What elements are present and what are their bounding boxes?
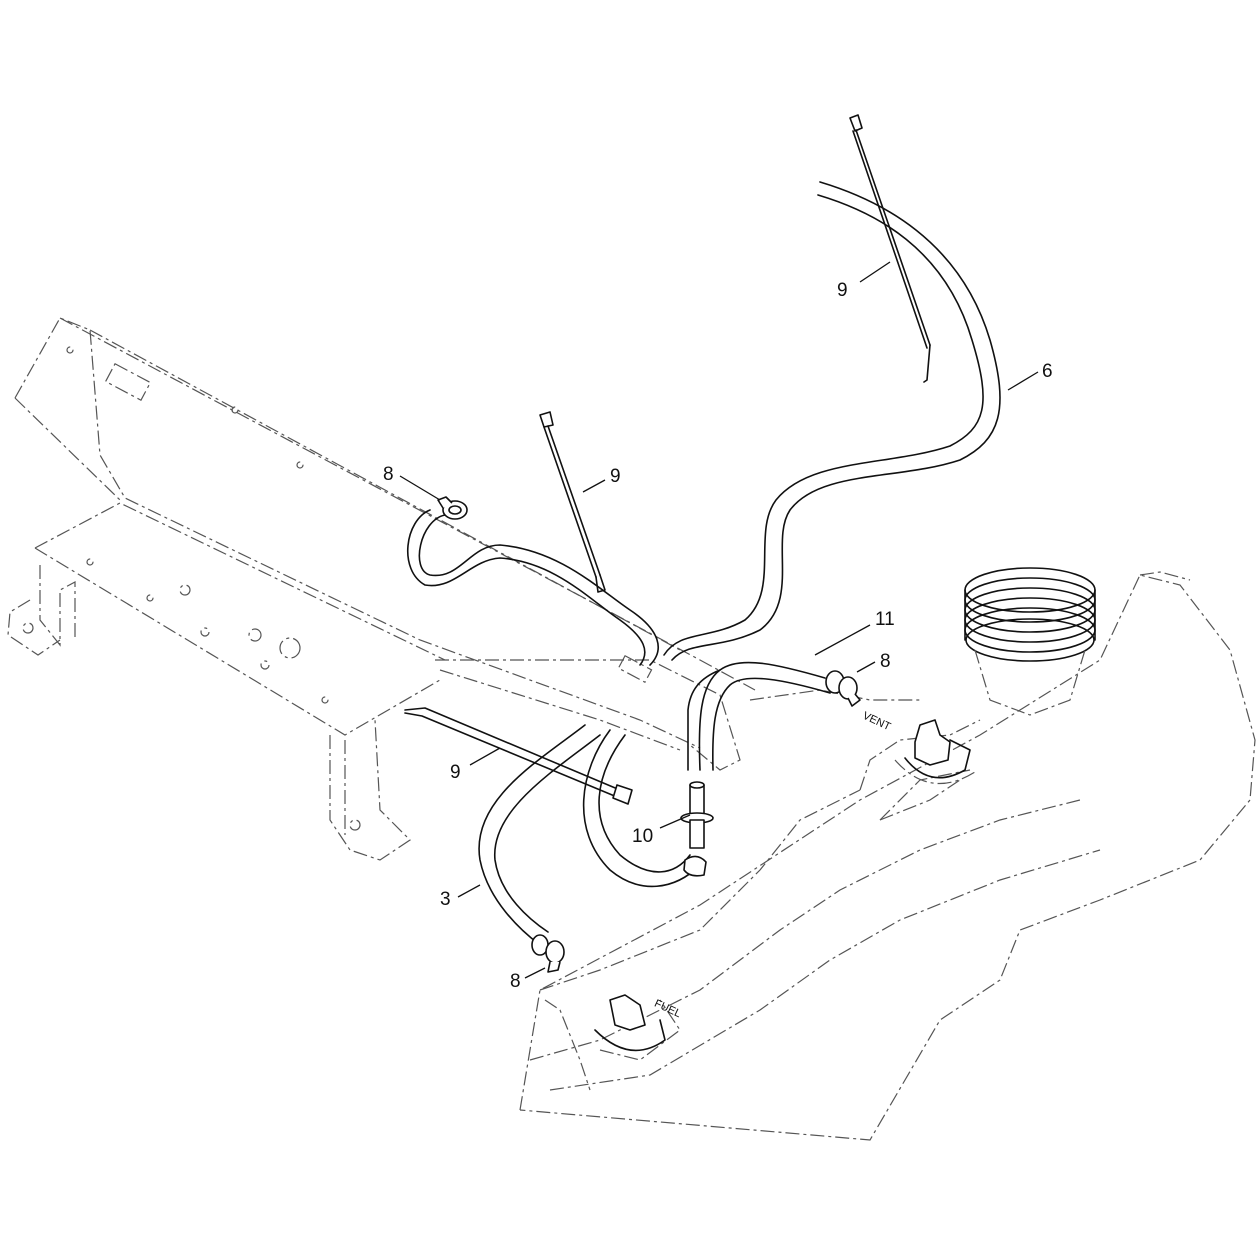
connector-10 <box>680 781 714 877</box>
callout-9-mid: 9 <box>610 466 621 487</box>
callout-9-low: 9 <box>450 762 461 783</box>
cable-tie-9-mid <box>539 411 606 593</box>
callout-11: 11 <box>875 609 895 630</box>
hose-left <box>406 509 659 666</box>
clamp-8-right <box>825 670 861 707</box>
callout-8-bottom: 8 <box>510 971 521 992</box>
callout-8-left: 8 <box>383 464 394 485</box>
callout-3: 3 <box>440 889 451 910</box>
callouts: 9 6 8 9 11 8 9 10 3 8 <box>383 261 1053 992</box>
fuel-tank-phantom <box>519 571 1256 1141</box>
hose-loop <box>582 729 701 888</box>
cable-tie-9-low <box>404 707 633 805</box>
fuel-fitting: FUEL <box>594 994 683 1052</box>
cable-tie-9-top <box>849 114 931 383</box>
hose-6 <box>663 181 1001 661</box>
hose-3 <box>478 724 601 946</box>
callout-9-top: 9 <box>837 280 848 301</box>
callout-6: 6 <box>1042 361 1053 382</box>
clamp-8-left <box>437 496 468 520</box>
clamp-8-bottom <box>531 934 565 973</box>
callout-10: 10 <box>632 826 653 847</box>
callout-8-right: 8 <box>880 651 891 672</box>
hose-11 <box>687 661 831 771</box>
frame-rail-phantom <box>7 317 756 861</box>
vent-marking: VENT <box>861 710 893 733</box>
filler-neck <box>964 567 1096 716</box>
